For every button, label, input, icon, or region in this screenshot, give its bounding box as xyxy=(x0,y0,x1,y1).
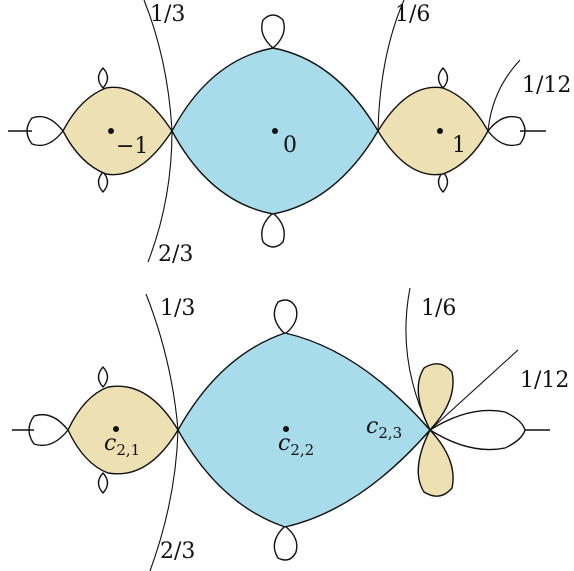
point-zero xyxy=(272,128,278,134)
lobe-outline xyxy=(437,171,449,193)
lobe-outline xyxy=(273,299,298,335)
lobe-outline xyxy=(97,67,109,89)
basin-c21 xyxy=(67,385,179,475)
bottom-panel: 1/3 1/6 1/12 2/3 c2,1 c2,2 c2,3 xyxy=(12,287,569,571)
ray-label-2-3-top: 2/3 xyxy=(158,242,193,267)
point-label-c22: c2,2 xyxy=(278,431,314,459)
top-panel: 1/3 1/6 1/12 2/3 −1 0 1 xyxy=(8,0,571,267)
point-label-c22-base: c xyxy=(278,431,290,456)
ray-label-2-3-bottom: 2/3 xyxy=(160,539,195,564)
ray-2-3-bottom xyxy=(149,429,179,571)
lobe-outline xyxy=(26,115,64,147)
point-label-zero: 0 xyxy=(283,133,297,158)
point-label-c22-sub: 2,2 xyxy=(290,441,314,459)
lobe-outline xyxy=(28,413,69,447)
petal-lower-c23 xyxy=(417,429,454,497)
ray-label-1-3-top: 1/3 xyxy=(150,2,185,27)
ray-label-1-6-top: 1/6 xyxy=(395,2,430,27)
ray-label-1-6-bottom: 1/6 xyxy=(421,296,456,321)
ray-1-6-bottom xyxy=(405,287,431,431)
point-c22 xyxy=(283,426,289,432)
point-label-minus-one: −1 xyxy=(116,134,148,159)
lobe-outline xyxy=(97,472,109,494)
bottom-decorative-lobes xyxy=(12,299,550,561)
point-label-c21-base: c xyxy=(104,431,116,456)
ray-label-1-12-bottom: 1/12 xyxy=(520,368,569,393)
ray-1-3-top xyxy=(143,0,173,132)
lobe-outline xyxy=(97,171,109,193)
lobe-outline xyxy=(97,366,109,388)
point-label-c21: c2,1 xyxy=(104,431,140,459)
point-label-c23-base: c xyxy=(366,414,378,439)
ray-1-6-top xyxy=(377,0,405,132)
ray-label-1-3-bottom: 1/3 xyxy=(160,296,195,321)
point-one xyxy=(437,128,443,134)
lobe-outline xyxy=(261,14,285,49)
ray-1-12-bottom xyxy=(429,349,519,431)
point-label-one: 1 xyxy=(452,133,466,158)
basin-minus-one xyxy=(62,86,173,176)
petal-upper-c23 xyxy=(417,363,454,431)
ray-2-3-top xyxy=(147,130,173,263)
lobe-outline xyxy=(487,115,526,147)
point-c21 xyxy=(113,426,119,432)
point-label-c23: c2,3 xyxy=(366,414,402,442)
lobe-outline xyxy=(437,67,449,89)
lobe-outline xyxy=(273,525,298,561)
ray-1-12-top xyxy=(487,59,521,132)
ray-label-1-12-top: 1/12 xyxy=(522,73,571,98)
point-label-c23-sub: 2,3 xyxy=(378,424,402,442)
point-label-c21-sub: 2,1 xyxy=(116,441,140,459)
point-minus-one xyxy=(108,128,114,134)
top-decorative-lobes xyxy=(8,14,546,248)
lobe-outline xyxy=(261,212,285,248)
basin-one xyxy=(377,86,489,176)
ray-1-3-bottom xyxy=(145,293,179,431)
